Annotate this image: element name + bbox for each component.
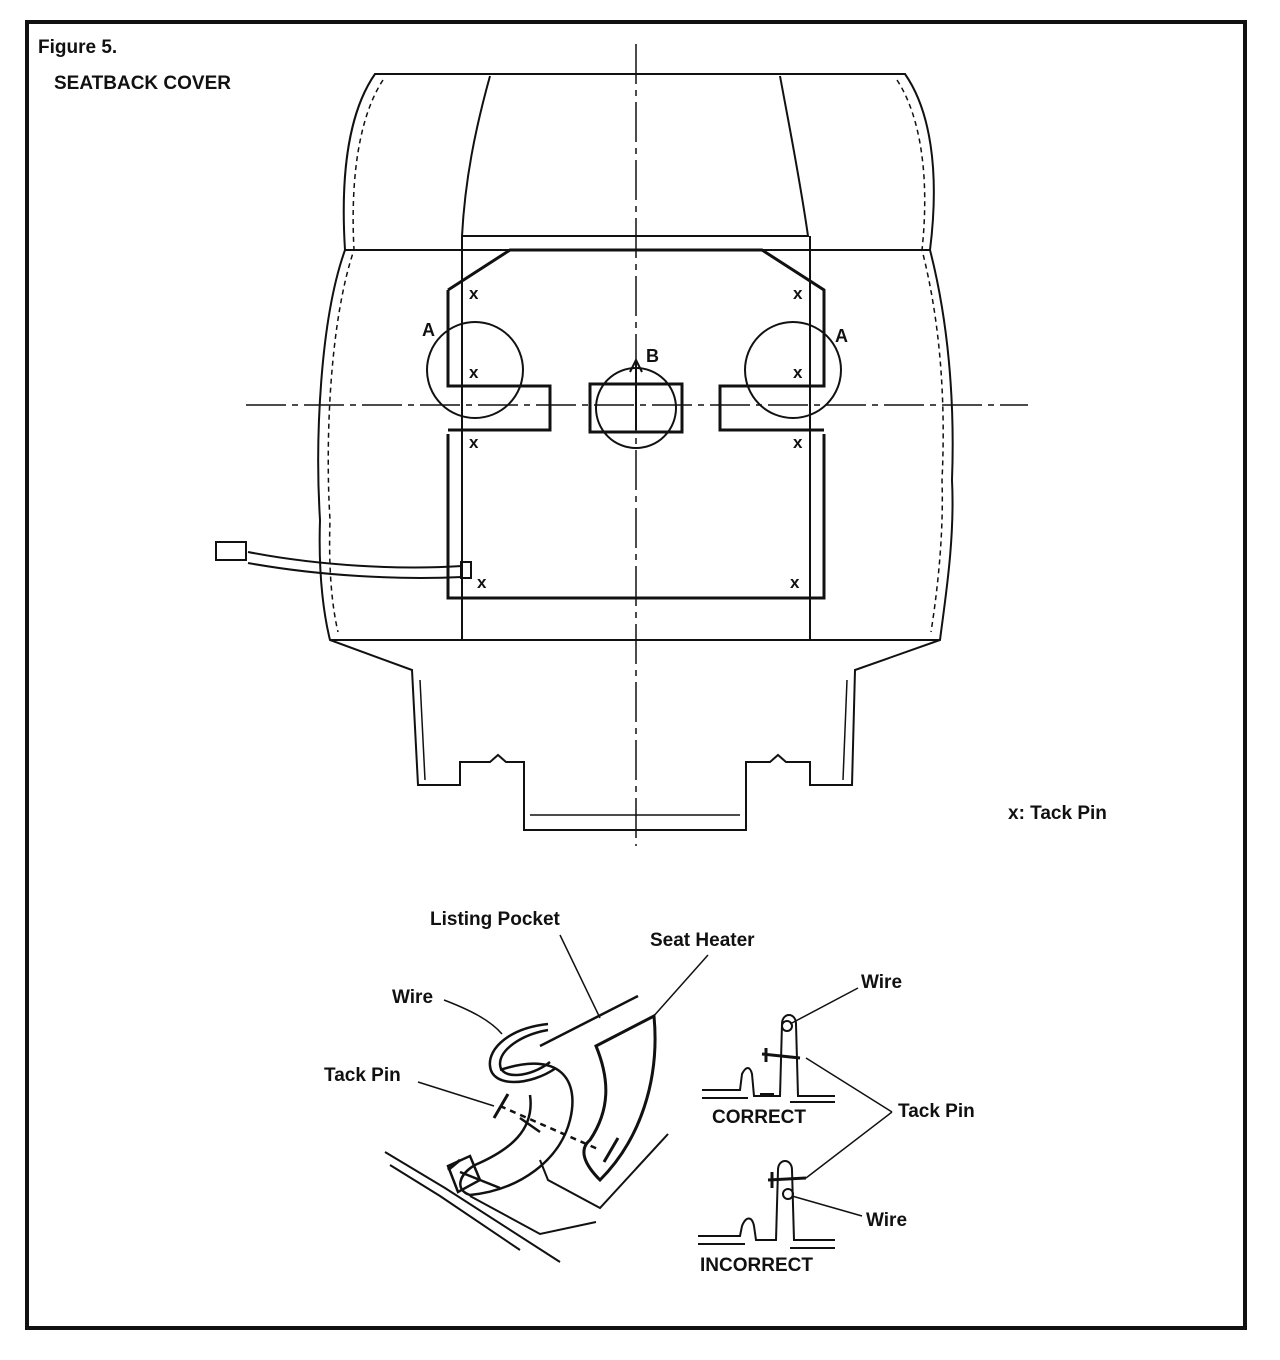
leader-wire-bottom: [791, 1195, 863, 1217]
label-listing-pocket: Listing Pocket: [430, 909, 560, 930]
seat-heater-panel: [582, 1013, 657, 1183]
callout-a-left: A: [422, 320, 435, 340]
label-wire-incorrect: Wire: [866, 1210, 908, 1231]
label-correct: CORRECT: [712, 1107, 806, 1128]
figure-number: Figure 5.: [38, 37, 118, 58]
tack-pin-path: [499, 1104, 601, 1152]
callout-b: B: [646, 346, 659, 366]
tack-pin-legend: x: Tack Pin: [1008, 803, 1107, 824]
leader-wire-top: [789, 987, 859, 1025]
label-wire-correct: Wire: [861, 972, 903, 993]
correct-fabric: [702, 1014, 835, 1103]
label-seat-heater: Seat Heater: [650, 930, 755, 951]
tack-pin-mark: x: [477, 573, 487, 592]
figure-frame: [25, 20, 1247, 1330]
callout-a-right-circle: [744, 321, 842, 419]
correct-incorrect-detail: [698, 987, 893, 1249]
tack-pin-mark: x: [469, 284, 479, 303]
seatback-seam-left-lower: [419, 679, 848, 816]
tack-pin-mark: x: [793, 284, 803, 303]
incorrect-fabric: [698, 1160, 835, 1249]
figure-title: SEATBACK COVER: [54, 73, 231, 94]
incorrect-tack-pin: [767, 1172, 807, 1188]
incorrect-wire-circle: [782, 1188, 794, 1200]
wire-connector: [215, 541, 247, 561]
tack-pin-mark: x: [469, 433, 479, 452]
correct-tack-pin: [761, 1048, 801, 1062]
leader-wire: [443, 999, 503, 1035]
label-incorrect: INCORRECT: [700, 1255, 813, 1276]
wire-loop: [488, 1022, 557, 1084]
leader-tack-pin: [417, 1081, 495, 1107]
label-tack-pin: Tack Pin: [324, 1065, 401, 1086]
seatback-seam-dashed: [327, 79, 944, 633]
tack-pin-marks: x x x x x x x x: [469, 284, 803, 592]
heater-pad-upper: [446, 248, 826, 432]
leader-tack-pin-pair: [805, 1057, 893, 1179]
tack-pin-mark: x: [469, 363, 479, 382]
sew-line-dashed: [461, 300, 811, 586]
center-panel-top: [460, 75, 810, 237]
leader-listing-pocket: [559, 934, 601, 1019]
seatback-cover-drawing: [215, 44, 1028, 846]
label-tack-pin-compare: Tack Pin: [898, 1101, 975, 1122]
leader-seat-heater: [651, 954, 709, 1019]
tack-pin-mark: x: [793, 363, 803, 382]
correct-wire-circle: [781, 1020, 793, 1032]
seatback-outline-left: [317, 73, 954, 831]
heater-wire: [247, 551, 463, 579]
tack-pin-mark: x: [793, 433, 803, 452]
callout-a-left-circle: [426, 321, 524, 419]
tack-pin-head: [447, 1093, 620, 1172]
pocket-lip: [446, 1116, 541, 1194]
listing-pocket-fold: [459, 994, 639, 1197]
callout-b-arrow: [629, 357, 643, 430]
listing-pocket-detail: [384, 934, 709, 1263]
wire-terminal: [460, 561, 472, 579]
tack-pin-mark: x: [790, 573, 800, 592]
base-fabric: [384, 1133, 669, 1263]
label-wire: Wire: [392, 987, 434, 1008]
callout-a-right: A: [835, 326, 848, 346]
